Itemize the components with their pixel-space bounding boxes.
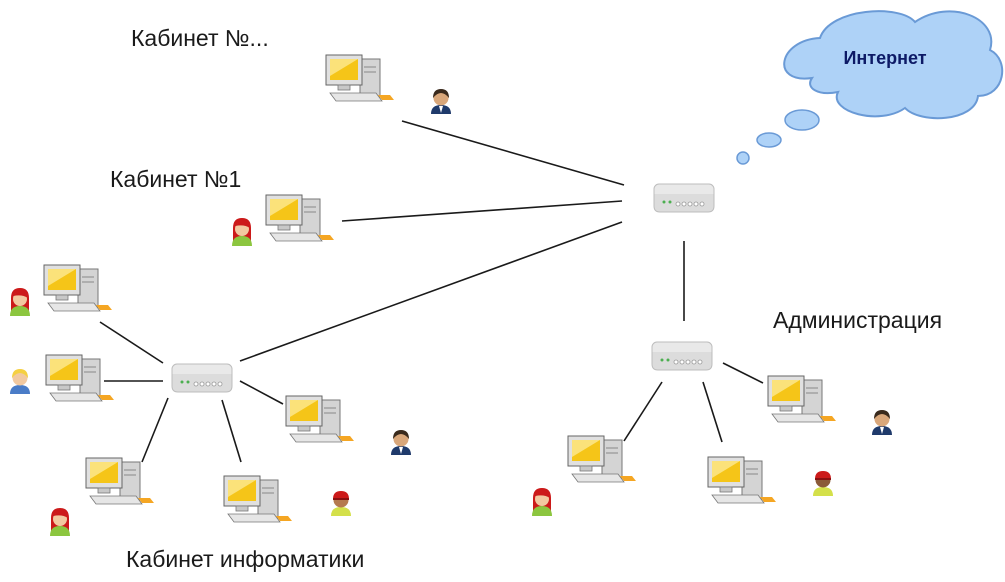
informatics-computer-5-icon xyxy=(223,475,293,523)
cabinet-1-computer-icon xyxy=(265,194,335,242)
admin-network-switch-icon xyxy=(651,341,713,371)
informatics-user-5-icon xyxy=(331,491,351,516)
link-informatics-pc5 xyxy=(221,399,242,463)
admin-user-2-icon xyxy=(813,471,833,496)
main-network-switch-icon xyxy=(653,183,715,213)
informatics-computer-3-icon xyxy=(285,395,355,443)
admin-computer-1-icon xyxy=(567,435,637,483)
internet-cloud-icon: Интернет xyxy=(736,10,1004,165)
admin-computer-3-icon xyxy=(767,375,837,423)
cabinet-unknown-user-icon xyxy=(431,89,451,114)
admin-user-3-icon xyxy=(872,410,892,435)
informatics-user-4-icon xyxy=(50,508,70,536)
cabinet-1-user-icon xyxy=(232,218,252,246)
cabinet-informatics-label: Кабинет информатики xyxy=(126,546,365,572)
link-cabinet-unknown-to-main-switch xyxy=(401,120,625,186)
informatics-computer-4-icon xyxy=(85,457,155,505)
informatics-computer-2-icon xyxy=(45,354,115,402)
connection-lines xyxy=(99,120,764,463)
internet-label: Интернет xyxy=(843,48,926,68)
informatics-network-switch-icon xyxy=(171,363,233,393)
informatics-computer-1-icon xyxy=(43,264,113,312)
link-admin-pc1 xyxy=(623,381,663,442)
link-cabinet-1-to-main-switch xyxy=(341,200,623,222)
cabinet-unknown-label: Кабинет №... xyxy=(131,25,269,51)
admin-user-1-icon xyxy=(532,488,552,516)
informatics-user-2-icon xyxy=(10,369,30,394)
administration-label: Администрация xyxy=(773,307,943,333)
link-informatics-switch-to-main-switch xyxy=(239,221,623,362)
cabinet-1-label: Кабинет №1 xyxy=(110,166,242,192)
link-admin-pc2 xyxy=(702,381,723,443)
link-informatics-pc3 xyxy=(239,380,284,405)
informatics-user-1-icon xyxy=(10,288,30,316)
link-admin-pc3 xyxy=(722,362,764,384)
link-informatics-pc1 xyxy=(99,321,164,364)
admin-computer-2-icon xyxy=(707,456,777,504)
link-informatics-pc4 xyxy=(141,397,169,463)
informatics-user-3-icon xyxy=(391,430,411,455)
cabinet-unknown-computer-icon xyxy=(325,54,395,102)
